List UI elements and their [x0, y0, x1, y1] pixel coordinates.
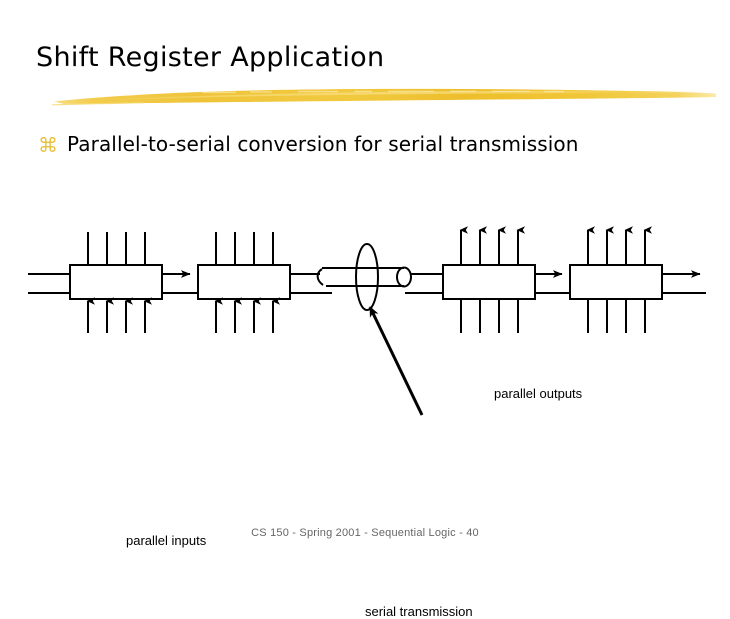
slide-footer: CS 150 - Spring 2001 - Sequential Logic … [251, 527, 479, 539]
label-parallel-outputs: parallel outputs [494, 386, 583, 401]
place-of-interest-bullet-icon: ⌘ [38, 133, 58, 157]
slide-canvas: Shift Register Application [0, 42, 730, 619]
label-parallel-inputs: parallel inputs [126, 533, 207, 548]
label-serial-transmission: serial transmission [365, 604, 473, 619]
bullet-item-label: Parallel-to-serial conversion for serial… [67, 132, 579, 156]
shift-register-diagram: parallel outputs parallel inputs serial … [0, 185, 730, 619]
bullet-item: ⌘ Parallel-to-serial conversion for seri… [38, 132, 579, 156]
page-title: Shift Register Application [36, 42, 385, 73]
diagram-svg [28, 226, 706, 416]
title-underline-brushstroke [52, 88, 716, 106]
